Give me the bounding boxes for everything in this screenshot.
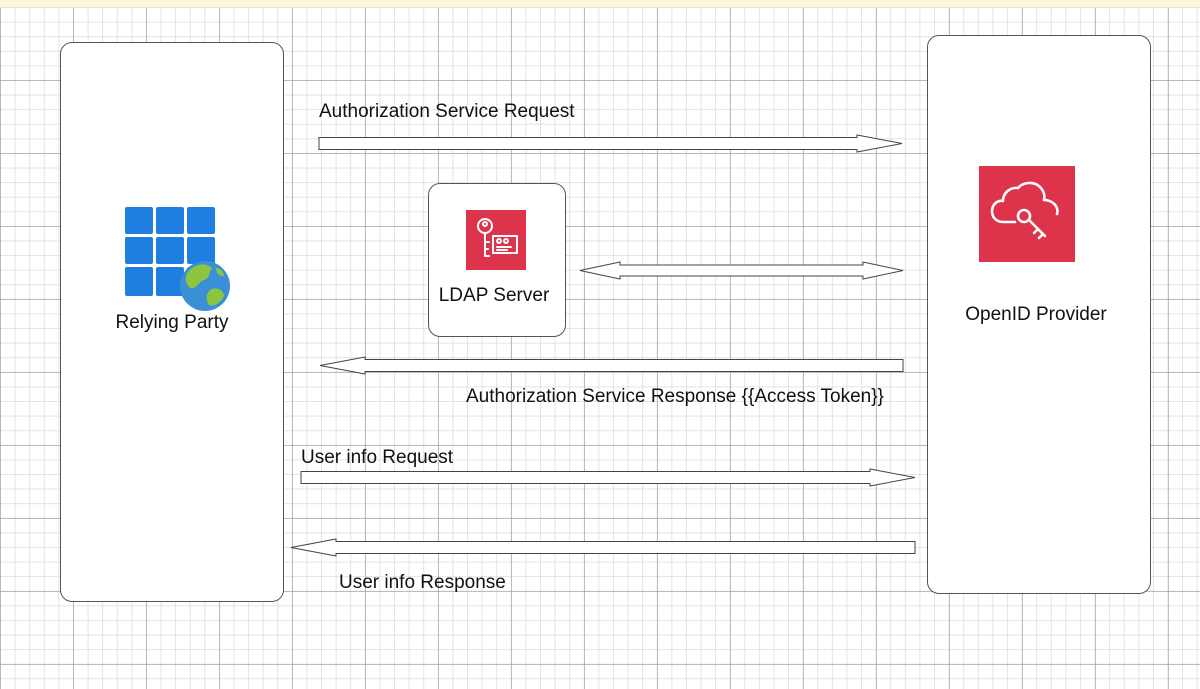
auth-response-arrow[interactable] <box>319 356 904 375</box>
userinfo-request-arrow[interactable] <box>300 468 916 487</box>
key-card-icon <box>466 210 526 270</box>
auth-response-label: Authorization Service Response {{Access … <box>466 386 884 407</box>
auth-request-arrow[interactable] <box>318 134 903 153</box>
ldap-link-arrow[interactable] <box>579 261 904 280</box>
ldap-server-label: LDAP Server <box>438 285 550 306</box>
userinfo-response-arrow[interactable] <box>290 538 916 557</box>
auth-request-label: Authorization Service Request <box>319 101 575 122</box>
windows-globe-icon <box>125 207 230 311</box>
cloud-key-icon <box>979 166 1075 262</box>
relying-party-label: Relying Party <box>115 312 229 333</box>
userinfo-response-label: User info Response <box>339 572 506 593</box>
openid-provider-node[interactable] <box>927 35 1151 594</box>
openid-provider-label: OpenID Provider <box>965 304 1107 325</box>
relying-party-node[interactable] <box>60 42 284 602</box>
userinfo-request-label: User info Request <box>301 447 454 468</box>
top-bar <box>0 0 1200 8</box>
